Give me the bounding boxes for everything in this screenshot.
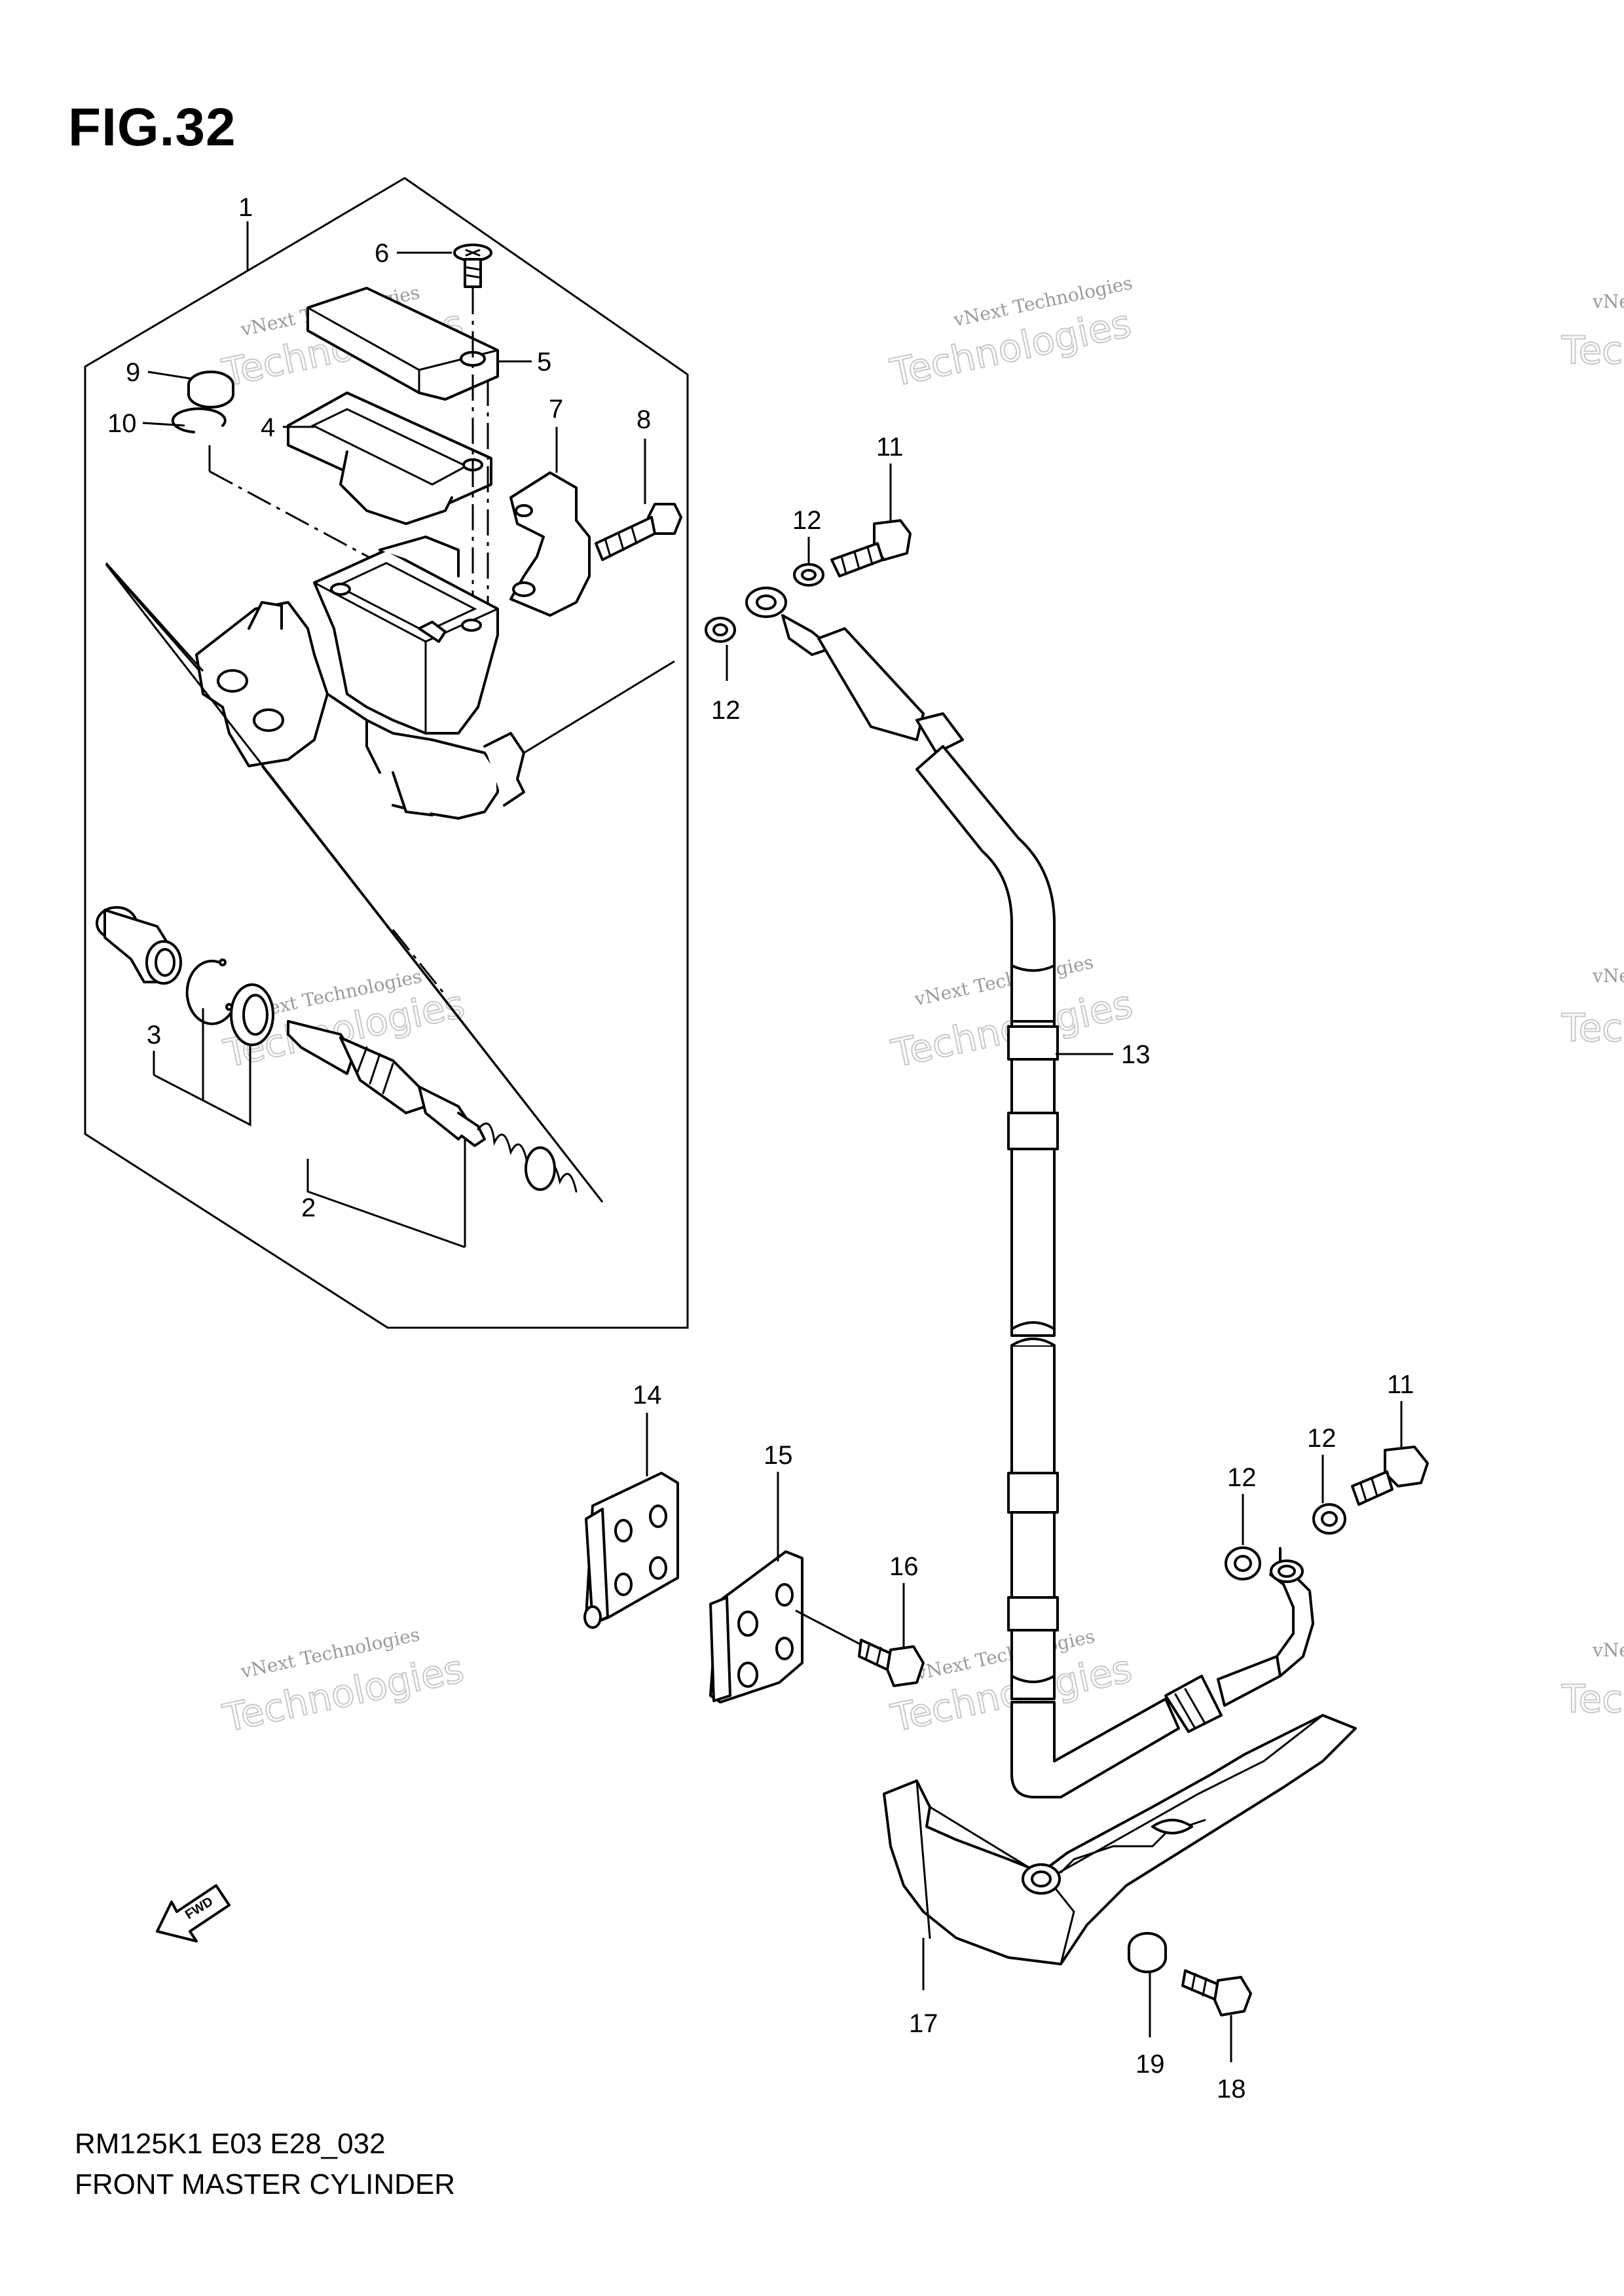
leader-line <box>105 564 604 1203</box>
figure-title: FIG.32 <box>68 98 236 157</box>
watermark-edge-text: vNe <box>1592 291 1624 312</box>
leader-line <box>306 1159 466 1248</box>
part-2-piston <box>287 1020 486 1147</box>
callout-18: 18 <box>1217 2075 1246 2104</box>
part-12-washer-lower-left <box>1225 1546 1261 1580</box>
part-5-reservoir-cap <box>306 287 499 401</box>
part-11-bolt-upper <box>830 519 912 577</box>
part-13-brake-hose <box>745 587 1314 1798</box>
callout-17: 17 <box>909 2009 938 2038</box>
fwd-arrow-icon: FWD <box>156 1884 231 1942</box>
assembly-outline <box>84 177 689 1329</box>
callout-12-upper-right: 12 <box>792 506 822 535</box>
leader-line <box>105 564 201 672</box>
callout-12-lower-right: 12 <box>1307 1424 1337 1453</box>
callout-8: 8 <box>637 405 651 434</box>
dashed-guide <box>392 929 447 996</box>
diagram-code: RM125K1 E03 E28_032 <box>75 2128 386 2160</box>
callout-7: 7 <box>549 395 563 424</box>
dashed-guide <box>209 470 380 564</box>
leader-line <box>105 562 204 672</box>
part-14-bracket <box>583 1472 679 1629</box>
part-6-screw <box>453 244 492 288</box>
callout-13: 13 <box>1121 1040 1151 1069</box>
watermark-low-left: vNext Technologies Technologies <box>219 1624 469 1741</box>
part-2-circlip <box>185 958 237 1025</box>
part-12-washer-lower-right <box>1312 1503 1346 1535</box>
watermark-edge-text: Tec <box>1561 328 1623 373</box>
leader-line <box>795 1609 872 1651</box>
callout-12-upper-left: 12 <box>711 696 741 725</box>
callout-16: 16 <box>889 1552 919 1581</box>
callout-12-lower-left: 12 <box>1227 1463 1257 1492</box>
part-9-plug <box>187 371 234 409</box>
callout-14: 14 <box>633 1381 662 1410</box>
part-12-washer-upper-right <box>793 563 824 587</box>
diagram-name: FRONT MASTER CYLINDER <box>75 2168 456 2200</box>
watermark-top-mid: vNext Technologies Technologies <box>886 272 1136 396</box>
part-7-clamp <box>509 471 591 617</box>
part-19-collar <box>1128 1932 1167 1973</box>
callout-4: 4 <box>261 413 275 442</box>
watermark-edge-text: Tec <box>1561 1006 1623 1050</box>
callout-11-lower: 11 <box>1387 1370 1414 1399</box>
part-3-boot <box>96 906 182 985</box>
part-17-guard <box>883 1714 1357 1965</box>
part-16-bolt <box>858 1639 925 1687</box>
part-2-spring <box>477 1122 578 1193</box>
callout-2: 2 <box>301 1194 316 1222</box>
callout-19: 19 <box>1135 2050 1165 2079</box>
callout-3: 3 <box>147 1021 161 1049</box>
watermark-edge-text: vNe <box>1592 965 1624 987</box>
leader-line <box>153 1046 251 1127</box>
callout-6: 6 <box>375 239 389 268</box>
leader-line <box>523 660 675 754</box>
callout-5: 5 <box>537 348 551 376</box>
part-10-circlip <box>171 407 227 433</box>
master-cylinder-body <box>195 536 525 820</box>
leader-line <box>142 422 185 427</box>
part-8-bolt <box>595 503 682 561</box>
part-2-washer <box>230 983 274 1046</box>
part-11-bolt-lower <box>1351 1446 1429 1506</box>
watermark-edge-text: vNe <box>1592 1639 1624 1661</box>
callout-11-upper: 11 <box>876 433 904 462</box>
leader-line <box>147 371 191 380</box>
callout-15: 15 <box>764 1441 793 1470</box>
watermark-low-mid: vNext Technologies Technologies <box>887 1626 1137 1741</box>
part-12-washer-upper-left <box>705 617 736 643</box>
callout-1: 1 <box>238 193 253 222</box>
watermark-edge-text: Tec <box>1561 1677 1623 1721</box>
part-4-diaphragm <box>287 392 492 525</box>
part-18-bolt <box>1181 1969 1252 2016</box>
callout-10: 10 <box>107 409 137 438</box>
callout-9: 9 <box>126 358 140 387</box>
part-15-guide <box>709 1550 803 1704</box>
